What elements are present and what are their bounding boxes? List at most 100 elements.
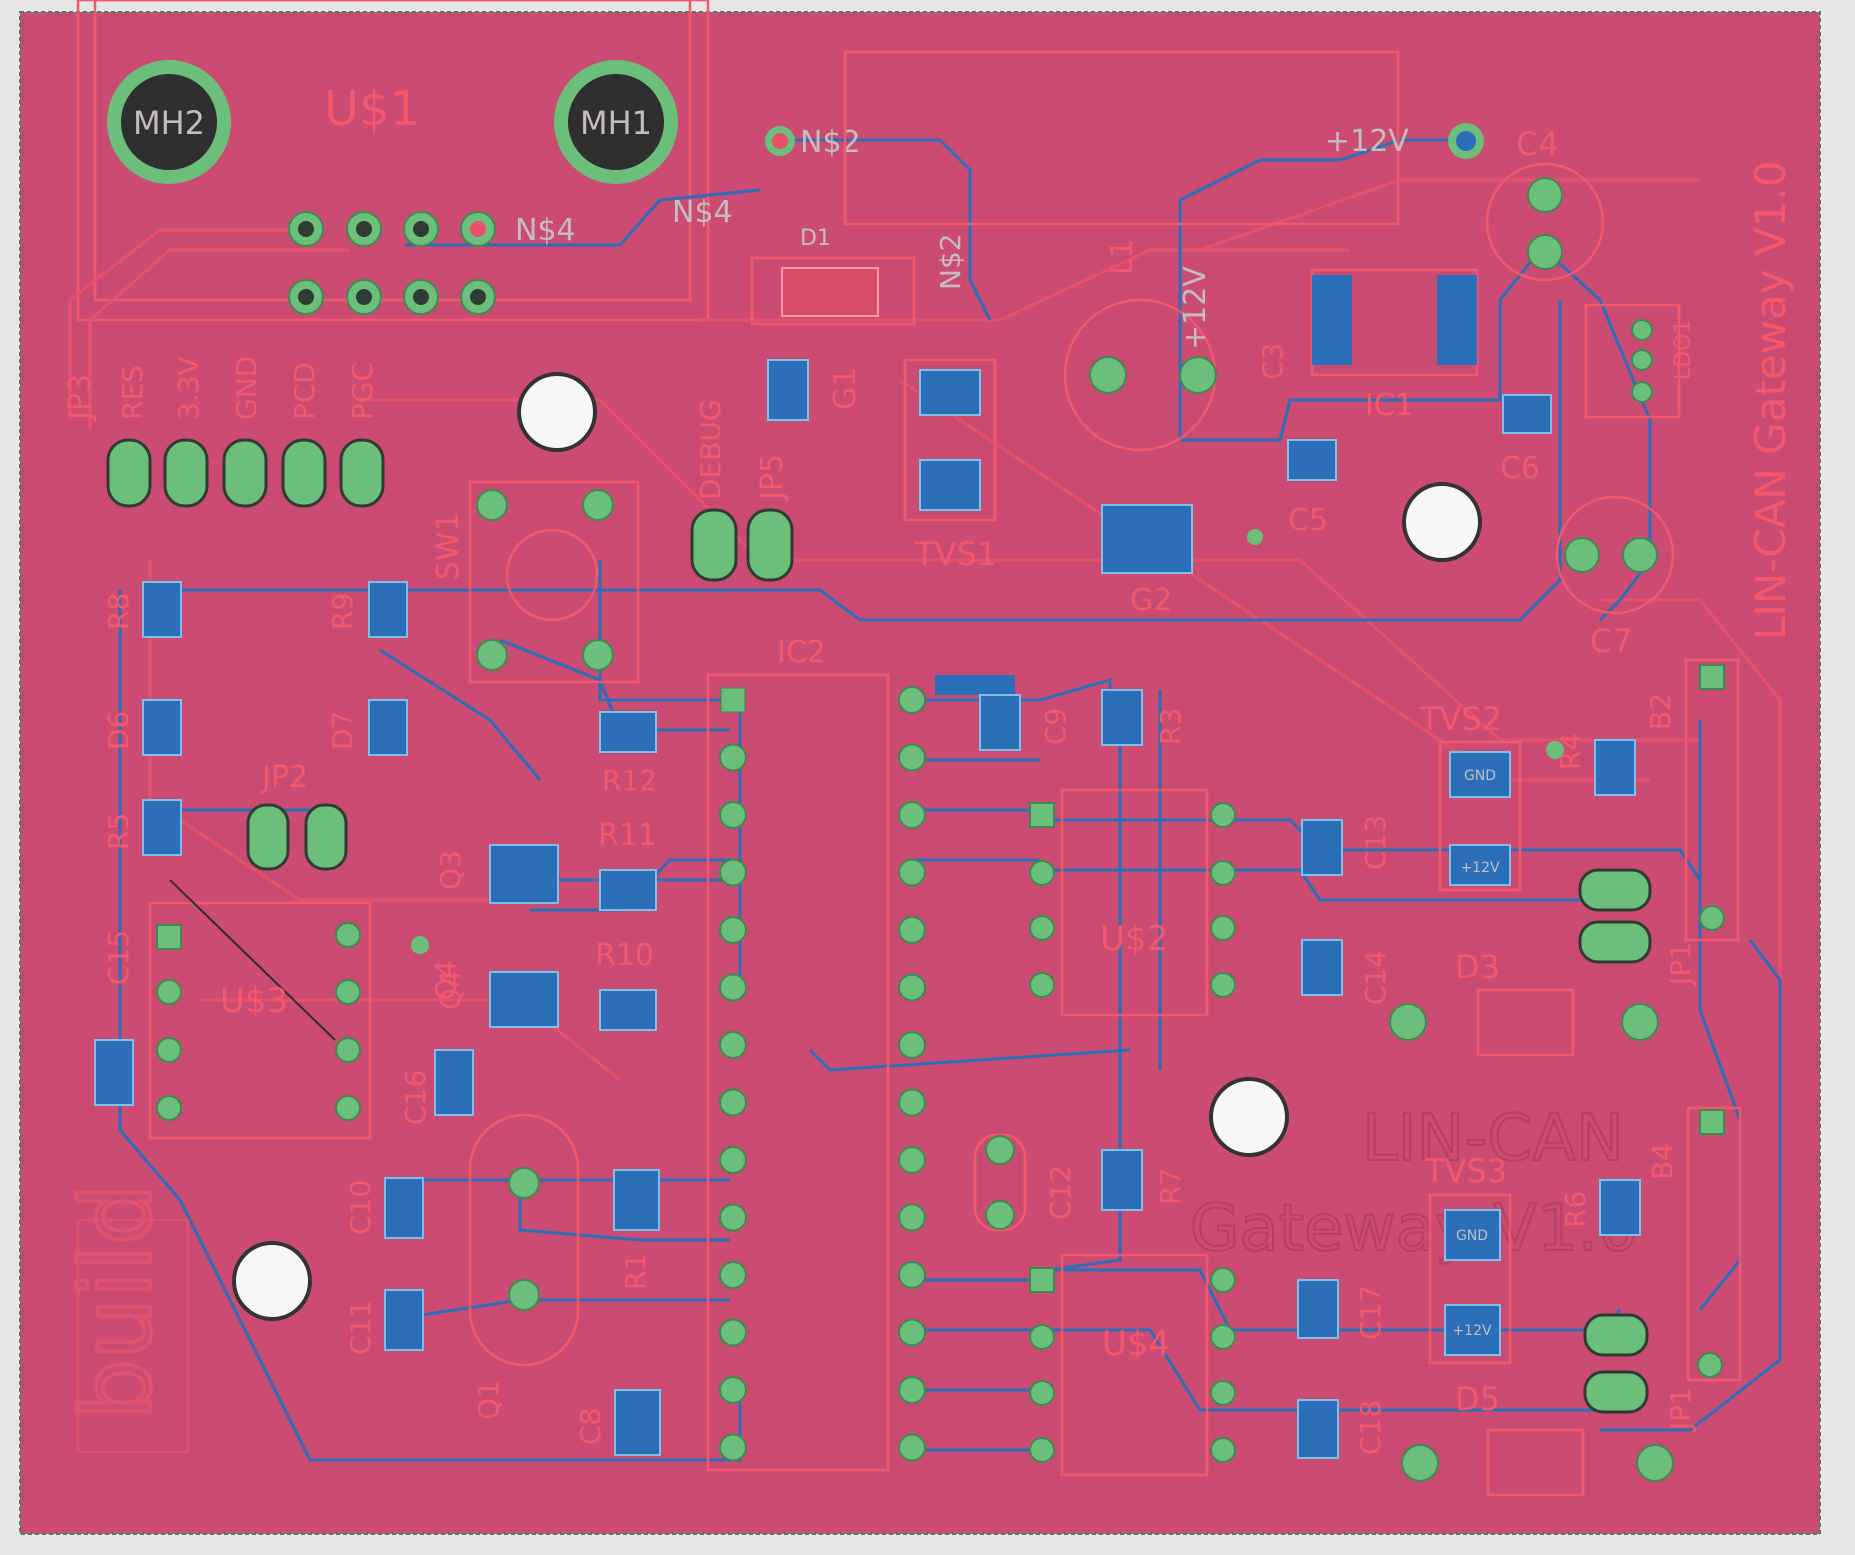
c18-capacitor[interactable] — [1297, 1399, 1339, 1459]
c10-capacitor[interactable] — [384, 1177, 424, 1239]
r9-resistor[interactable] — [368, 581, 408, 638]
u3-outline — [148, 901, 372, 1140]
r6-resistor[interactable] — [1599, 1179, 1641, 1236]
g2-capacitor[interactable] — [1101, 504, 1193, 574]
q4-transistor[interactable] — [489, 971, 559, 1028]
q1-outline — [468, 1113, 580, 1367]
c10-label: C10 — [344, 1180, 377, 1235]
r9-label: R9 — [326, 593, 359, 630]
c14-capacitor[interactable] — [1301, 939, 1343, 996]
plus12v-via[interactable] — [1456, 131, 1476, 151]
sw1-label: SW1 — [431, 512, 466, 580]
ic2-pin[interactable] — [719, 801, 747, 829]
ic2-pin[interactable] — [898, 801, 926, 829]
d1-pad[interactable] — [781, 267, 879, 317]
n2-via[interactable] — [772, 133, 788, 149]
d7-led[interactable] — [368, 699, 408, 756]
c5-via[interactable] — [1247, 529, 1263, 545]
via-r4[interactable] — [1546, 741, 1564, 759]
jp1-jumper-a[interactable] — [1578, 868, 1652, 964]
ic2-pin[interactable] — [898, 1031, 926, 1059]
ic2-pins-left[interactable] — [719, 687, 747, 1462]
ic2-pin[interactable] — [898, 1433, 926, 1462]
mh2-label: MH2 — [133, 104, 205, 142]
c6-capacitor[interactable] — [1502, 394, 1552, 434]
r3-label: R3 — [1154, 708, 1187, 745]
d6-led[interactable] — [142, 699, 182, 756]
r5-resistor[interactable] — [142, 799, 182, 856]
r11-resistor[interactable] — [599, 869, 657, 911]
connector-pin-row-1[interactable] — [288, 211, 496, 247]
tvs2-pad-a[interactable] — [1449, 751, 1511, 798]
ic2-pin[interactable] — [898, 973, 926, 1002]
q3-transistor[interactable] — [489, 844, 559, 904]
via-q[interactable] — [411, 936, 429, 954]
ic2-pin[interactable] — [898, 1203, 926, 1232]
u2-pins[interactable] — [1029, 802, 1236, 998]
tvs1-pad-a[interactable] — [919, 459, 981, 511]
r4-resistor[interactable] — [1594, 739, 1636, 796]
c16-capacitor[interactable] — [434, 1049, 474, 1116]
ic2-pin[interactable] — [719, 1376, 747, 1404]
ic2-pin[interactable] — [719, 1031, 747, 1059]
c8-capacitor[interactable] — [614, 1389, 661, 1456]
jp2-jumper[interactable] — [246, 803, 348, 871]
ic2-pin[interactable] — [719, 1318, 747, 1347]
tvs3-pad-a[interactable] — [1444, 1209, 1501, 1261]
ic2-pin[interactable] — [898, 1318, 926, 1347]
tvs3-pad-c[interactable] — [1444, 1304, 1501, 1356]
ic2-pad-strip — [935, 675, 1015, 695]
jp3-header-pads[interactable] — [106, 438, 385, 508]
r8-resistor[interactable] — [142, 581, 182, 638]
tvs1-outline — [903, 358, 997, 522]
g1-capacitor[interactable] — [767, 359, 809, 421]
connector-pin-row-2[interactable] — [288, 279, 496, 315]
r8-label: R8 — [102, 593, 135, 630]
c17-capacitor[interactable] — [1297, 1279, 1339, 1339]
ic2-pin[interactable] — [719, 916, 747, 944]
r10-resistor[interactable] — [599, 989, 657, 1031]
tvs3-12v-label: +12V — [1452, 1323, 1492, 1339]
u3-pins[interactable] — [156, 922, 361, 1121]
ic2-pin[interactable] — [719, 1088, 747, 1117]
tvs2-pad-c[interactable] — [1449, 844, 1511, 886]
r1-resistor[interactable] — [613, 1169, 660, 1231]
sw1-pads[interactable] — [476, 489, 614, 671]
mh1-pad[interactable] — [554, 60, 678, 184]
c11-capacitor[interactable] — [384, 1289, 424, 1351]
mh2-pad[interactable] — [107, 60, 231, 184]
r11-label: R11 — [598, 818, 657, 853]
tvs1-pad-c[interactable] — [919, 369, 981, 416]
ic2-pin[interactable] — [898, 743, 926, 772]
ic2-pin[interactable] — [719, 1433, 747, 1462]
r7-resistor[interactable] — [1101, 1149, 1143, 1211]
ic2-pin[interactable] — [898, 916, 926, 944]
c13-capacitor[interactable] — [1301, 819, 1343, 876]
c9-capacitor[interactable] — [979, 694, 1021, 751]
u4-pins[interactable] — [1029, 1267, 1236, 1463]
jp1-jumper-b[interactable] — [1583, 1313, 1649, 1414]
ic2-pin[interactable] — [719, 1261, 747, 1289]
r3-resistor[interactable] — [1101, 689, 1143, 746]
c15-capacitor[interactable] — [94, 1039, 134, 1106]
ic2-pin[interactable] — [719, 743, 747, 772]
ic2-pin[interactable] — [719, 1203, 747, 1232]
c5-capacitor[interactable] — [1287, 439, 1337, 481]
ic2-pin[interactable] — [898, 1261, 926, 1289]
r12-resistor[interactable] — [599, 711, 657, 753]
ic2-pin[interactable] — [719, 973, 747, 1002]
ic2-pins-right[interactable] — [898, 686, 926, 1462]
ic1-pins[interactable] — [1312, 275, 1477, 365]
ic2-pin[interactable] — [898, 686, 926, 714]
ic2-pin[interactable] — [898, 1088, 926, 1117]
jp5-debug-jumper[interactable] — [690, 508, 794, 582]
ic2-pin[interactable] — [898, 1376, 926, 1404]
ic2-pin[interactable] — [898, 1146, 926, 1174]
ic2-pin[interactable] — [719, 858, 747, 887]
ic2-pin[interactable] — [719, 1146, 747, 1174]
ic2-pin[interactable] — [720, 687, 746, 713]
ic2-pin[interactable] — [898, 858, 926, 887]
r6-label: R6 — [1559, 1191, 1592, 1228]
b4-label: B4 — [1646, 1143, 1679, 1180]
